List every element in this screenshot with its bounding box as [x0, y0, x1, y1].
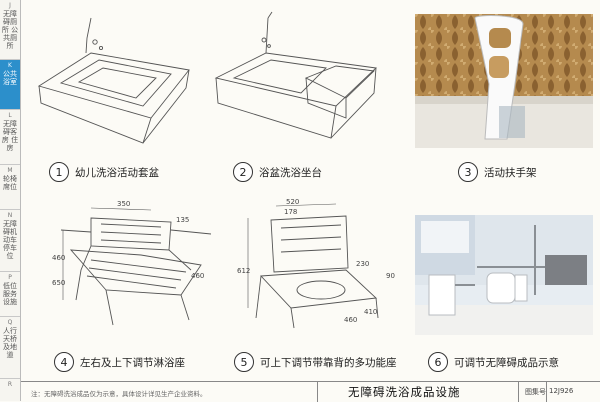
grab-bar-photo: [415, 14, 593, 148]
sidebar-tab-l[interactable]: L 无障碍客房 住房: [0, 110, 20, 165]
dim-4-d: 460: [191, 272, 204, 280]
dim-5-e: 90: [386, 272, 395, 280]
footer: 注：无障碍洗浴成品仅为示意，具体设计详见生产企业资料。 无障碍洗浴成品设施 图集…: [21, 381, 600, 402]
multifunction-seat-drawing: 520 178 612 230 90 460 410: [237, 198, 395, 329]
sidebar: J 无障碍厕所 公共厕所 K 公共浴室 L 无障碍客房 住房 M 轮椅席位 N …: [0, 0, 21, 401]
title-block-title: 无障碍洗浴成品设施: [348, 385, 461, 399]
accessible-bathroom-photo-image: [415, 215, 593, 335]
dim-4-a: 350: [117, 200, 130, 208]
sidebar-tab-k[interactable]: K 公共浴室: [0, 60, 20, 110]
footer-note: 注：无障碍洗浴成品仅为示意，具体设计详见生产企业资料。: [31, 390, 207, 398]
dim-5-c: 612: [237, 267, 250, 275]
item-5-number: 5: [234, 352, 254, 372]
sidebar-tab-q[interactable]: Q 人行天桥 及地道: [0, 317, 20, 379]
sidebar-tab-n[interactable]: N 无障碍机动车停车位: [0, 210, 20, 272]
grab-bar-photo-image: [415, 14, 593, 148]
dim-5-g: 410: [364, 308, 377, 316]
dim-5-b: 178: [284, 208, 297, 216]
dim-5-f: 460: [344, 316, 357, 324]
sidebar-tab-m[interactable]: M 轮椅席位: [0, 165, 20, 210]
item-5-label: 可上下调节带靠背的多功能座: [260, 356, 397, 369]
title-block-divider: [518, 382, 519, 402]
item-3-number: 3: [458, 162, 478, 182]
bathtub-seat-drawing: [214, 11, 377, 139]
sidebar-tab-p[interactable]: P 低位服务设施: [0, 272, 20, 317]
item-1-caption: 1 幼儿洗浴活动套盆: [49, 162, 159, 182]
atlas-number: 12J926: [549, 387, 574, 395]
item-2-number: 2: [233, 162, 253, 182]
item-2-caption: 2 浴盆洗浴坐台: [233, 162, 322, 182]
sidebar-tab-j[interactable]: J 无障碍厕所 公共厕所: [0, 0, 20, 60]
item-3-label: 活动扶手架: [484, 166, 537, 179]
dim-4-e: 650: [52, 279, 65, 287]
item-4-number: 4: [54, 352, 74, 372]
item-6-label: 可调节无障碍成品示意: [454, 356, 559, 369]
sidebar-tab-r[interactable]: R: [7, 381, 13, 388]
infant-bathtub-drawing: [37, 17, 190, 144]
item-5-caption: 5 可上下调节带靠背的多功能座: [234, 352, 397, 372]
dim-5-d: 230: [356, 260, 369, 268]
item-6-caption: 6 可调节无障碍成品示意: [428, 352, 559, 372]
item-1-label: 幼儿洗浴活动套盆: [75, 166, 159, 179]
item-2-label: 浴盆洗浴坐台: [259, 166, 322, 179]
title-block-divider-2: [546, 382, 547, 402]
accessible-bathroom-photo: [415, 215, 593, 335]
item-3-caption: 3 活动扶手架: [458, 162, 537, 182]
dim-4-c: 460: [52, 254, 65, 262]
item-1-number: 1: [49, 162, 69, 182]
adjustable-shower-seat-drawing: 350 135 460 460 650: [52, 200, 212, 326]
dim-5-a: 520: [286, 198, 299, 206]
item-4-caption: 4 左右及上下调节淋浴座: [54, 352, 185, 372]
page-content: 1 幼儿洗浴活动套盆 2 浴盆洗浴坐台: [21, 0, 600, 401]
dim-4-b: 135: [176, 216, 189, 224]
item-4-label: 左右及上下调节淋浴座: [80, 356, 185, 369]
title-block: 无障碍洗浴成品设施 图集号 12J926: [317, 382, 576, 402]
atlas-number-label: 图集号: [525, 388, 546, 396]
item-6-number: 6: [428, 352, 448, 372]
